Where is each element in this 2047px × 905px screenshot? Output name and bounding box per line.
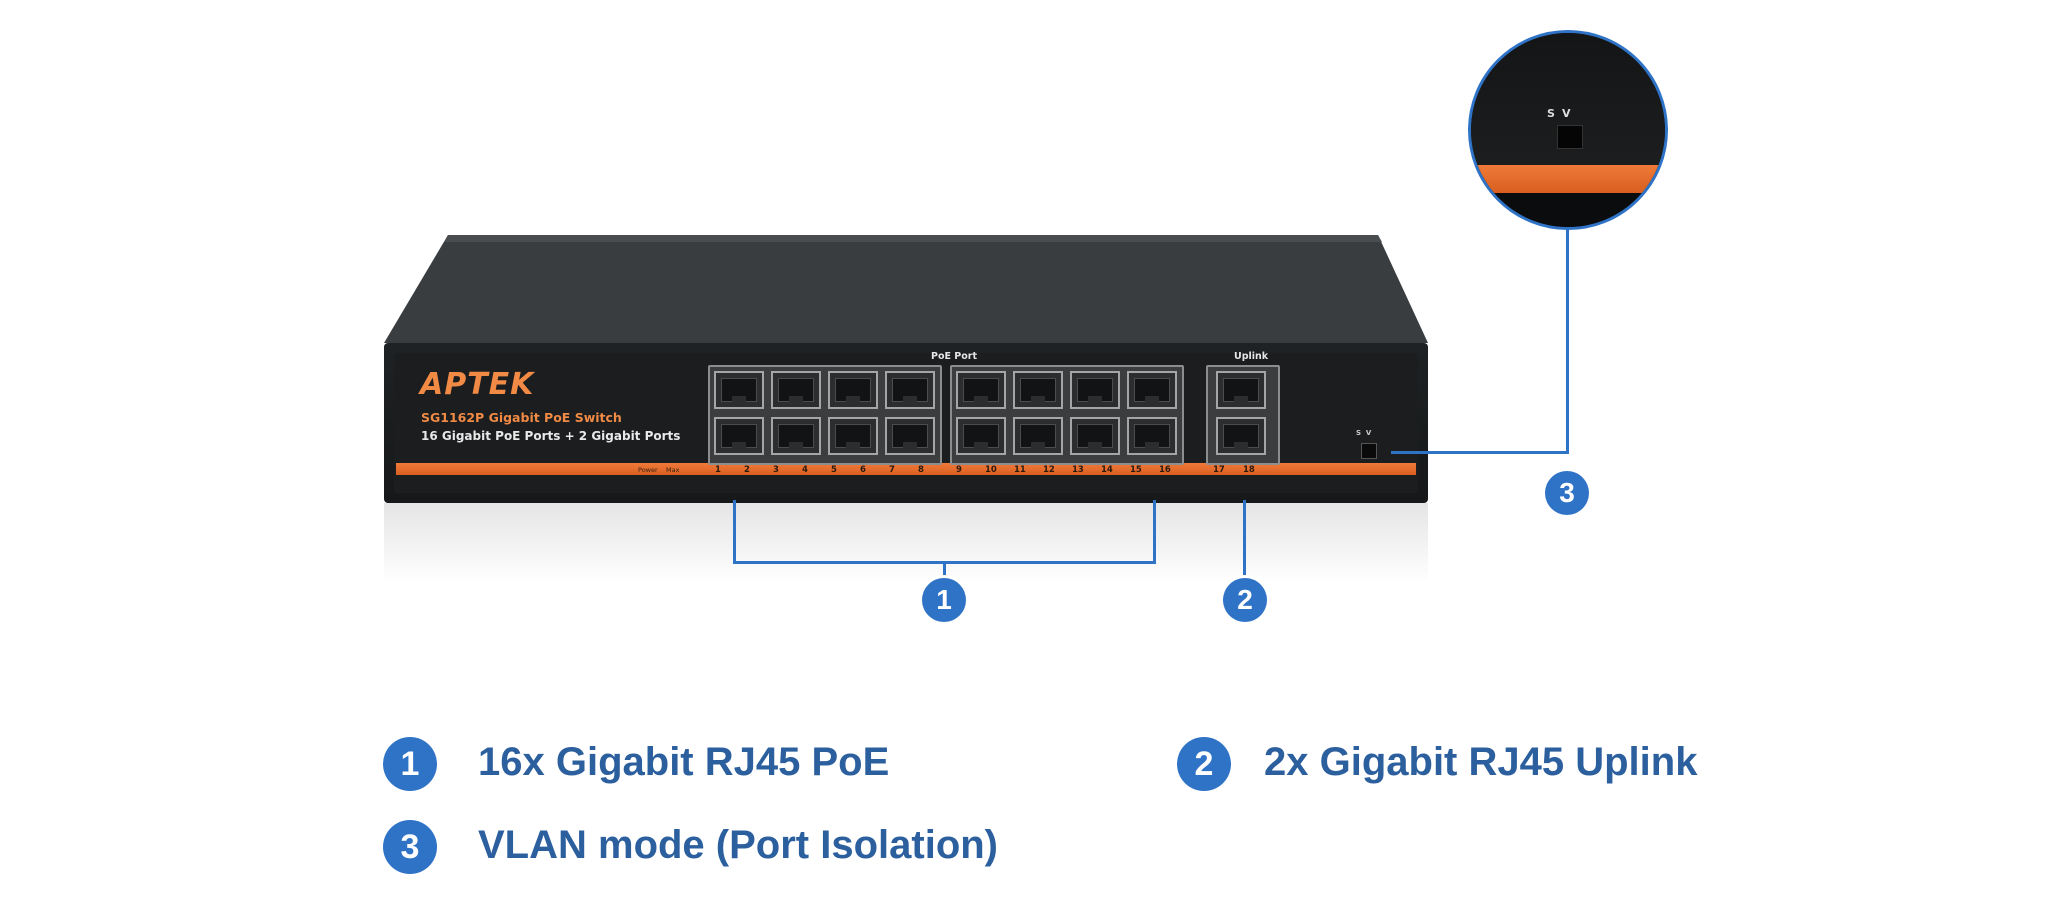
legend-badge-2: 2	[1177, 737, 1231, 791]
poe-rj45-port	[771, 371, 821, 409]
switch-front-panel: APTEK SG1162P Gigabit PoE Switch 16 Giga…	[384, 343, 1428, 503]
poe-rj45-port	[1013, 417, 1063, 455]
switch-reflection	[384, 503, 1428, 583]
zoom-lower	[1471, 193, 1665, 227]
poe-port-number: 5	[831, 465, 837, 475]
zoom-detail-circle: SV	[1468, 30, 1668, 230]
poe-rj45-port	[1127, 371, 1177, 409]
poe-port-number: 8	[918, 465, 924, 475]
legend-text-2: 2x Gigabit RJ45 Uplink	[1264, 740, 1698, 784]
sv-switch-label: S V	[1356, 429, 1372, 437]
zoom-sv-label: SV	[1547, 107, 1578, 120]
poe-port-number: 2	[744, 465, 750, 475]
zoom-sv-switch	[1557, 125, 1583, 149]
poe-rj45-port	[885, 417, 935, 455]
poe-rj45-port	[1070, 417, 1120, 455]
brand-logo: APTEK	[420, 367, 535, 402]
callout-1-line-stem	[943, 561, 946, 583]
poe-port-number: 4	[802, 465, 808, 475]
description-line: 16 Gigabit PoE Ports + 2 Gigabit Ports	[421, 429, 681, 443]
poe-port-number: 16	[1159, 465, 1171, 475]
poe-port-number: 11	[1014, 465, 1026, 475]
poe-port-number: 6	[860, 465, 866, 475]
callout-3-line-horizontal	[1391, 451, 1569, 454]
poe-port-number: 9	[956, 465, 962, 475]
zoom-panel	[1471, 33, 1665, 173]
callout-1-line-left	[733, 500, 736, 563]
uplink-port-number: 17	[1213, 465, 1225, 475]
poe-port-number: 10	[985, 465, 997, 475]
callout-3-line-vertical	[1566, 228, 1569, 454]
poe-section-label: PoE Port	[931, 351, 978, 362]
uplink-port-number: 18	[1243, 465, 1255, 475]
poe-port-number: 12	[1043, 465, 1055, 475]
legend-badge-1: 1	[383, 737, 437, 791]
poe-rj45-port	[1127, 417, 1177, 455]
model-line: SG1162P Gigabit PoE Switch	[421, 410, 622, 425]
callout-badge-3: 3	[1545, 471, 1589, 515]
legend-text-3: VLAN mode (Port Isolation)	[478, 823, 998, 867]
legend-badge-3: 3	[383, 820, 437, 874]
poe-port-number: 13	[1072, 465, 1084, 475]
uplink-rj45-port	[1216, 371, 1266, 409]
poe-rj45-port	[714, 371, 764, 409]
callout-badge-2: 2	[1223, 578, 1267, 622]
poe-rj45-port	[956, 417, 1006, 455]
orange-label-strip	[396, 463, 1416, 475]
poe-port-number: 15	[1130, 465, 1142, 475]
poe-port-number: 7	[889, 465, 895, 475]
led-label-power: Power	[638, 466, 658, 474]
zoom-orange-strip	[1471, 165, 1665, 193]
poe-port-number: 14	[1101, 465, 1113, 475]
uplink-section-label: Uplink	[1234, 351, 1269, 362]
poe-rj45-port	[828, 417, 878, 455]
poe-rj45-port	[714, 417, 764, 455]
uplink-rj45-port	[1216, 417, 1266, 455]
poe-rj45-port	[956, 371, 1006, 409]
legend-text-1: 16x Gigabit RJ45 PoE	[478, 740, 890, 784]
sv-mode-switch	[1361, 443, 1377, 459]
led-label-max: Max	[666, 466, 680, 474]
poe-rj45-port	[1070, 371, 1120, 409]
poe-rj45-port	[885, 371, 935, 409]
poe-rj45-port	[1013, 371, 1063, 409]
poe-rj45-port	[828, 371, 878, 409]
callout-2-line	[1243, 500, 1246, 583]
poe-port-number: 1	[715, 465, 721, 475]
callout-1-line-right	[1153, 500, 1156, 563]
poe-port-number: 3	[773, 465, 779, 475]
poe-rj45-port	[771, 417, 821, 455]
callout-badge-1: 1	[922, 578, 966, 622]
